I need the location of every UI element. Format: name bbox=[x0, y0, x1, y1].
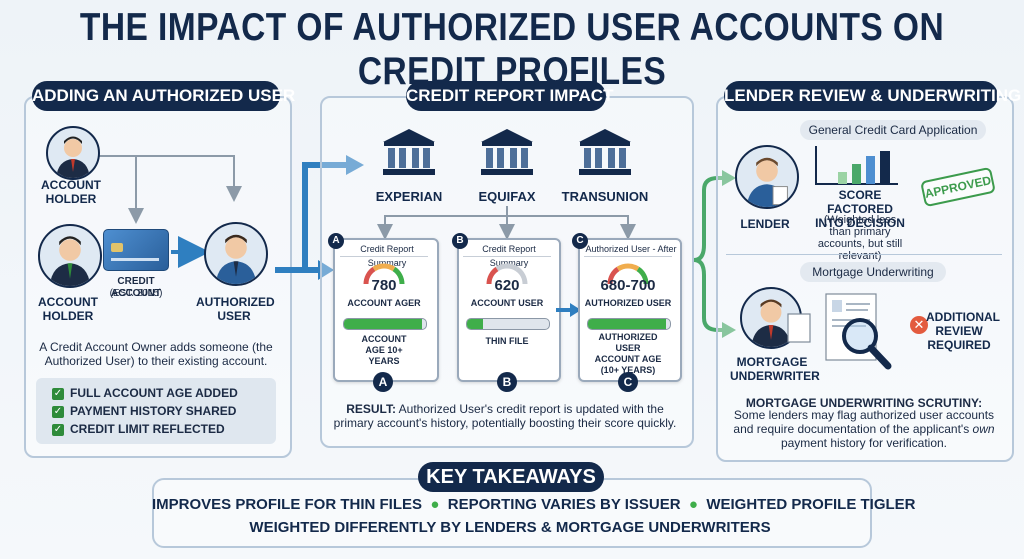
score-gauge-icon bbox=[607, 263, 649, 285]
card-divider bbox=[340, 256, 428, 257]
left-connectors bbox=[99, 155, 242, 268]
progress-fill bbox=[588, 319, 666, 329]
card-detail: THIN FILE bbox=[485, 336, 529, 346]
bureau-equifax: EQUIFAX bbox=[478, 189, 536, 204]
checklist-item: ✓PAYMENT HISTORY SHARED bbox=[52, 404, 237, 418]
takeaways-header: KEY TAKEAWAYS bbox=[418, 462, 604, 492]
score-label: ACCOUNT AGER bbox=[347, 298, 421, 308]
left-to-middle-arrow bbox=[275, 155, 364, 280]
bureau-distribution-arrows bbox=[377, 206, 636, 238]
credit-score: 620 bbox=[494, 277, 520, 294]
left-description: A Credit Account Owner adds someone (the… bbox=[39, 340, 273, 368]
weighted-note: (Weighted less than primary accounts, bu… bbox=[817, 214, 903, 262]
score-bar-chart-icon bbox=[815, 146, 898, 185]
card-divider bbox=[463, 256, 551, 257]
right-panel-header: LENDER REVIEW & UNDERWRITING bbox=[724, 81, 1021, 111]
account-holder-label-top: ACCOUNT HOLDER bbox=[41, 178, 101, 206]
credit-score: 780 bbox=[371, 277, 397, 294]
progress-fill bbox=[344, 319, 422, 329]
card-letter: B bbox=[497, 372, 517, 392]
scrutiny-text: Some lenders may flag authorized user ac… bbox=[733, 408, 995, 450]
checklist-item: ✓CREDIT LIMIT REFLECTED bbox=[52, 422, 225, 436]
page-title: THE IMPACT OF AUTHORIZED USER ACCOUNTS O… bbox=[79, 6, 945, 93]
flag-x-icon: ✕ bbox=[910, 316, 928, 334]
card-title: Credit Report Summary bbox=[360, 244, 414, 268]
bank-icon-equifax bbox=[481, 129, 533, 175]
underwriter-label: MORTGAGE UNDERWRITER bbox=[730, 355, 820, 383]
bureau-transunion: TRANSUNION bbox=[561, 189, 649, 204]
card-badge: B bbox=[452, 233, 468, 249]
score-label: ACCOUNT USER bbox=[470, 298, 544, 308]
lender-avatar bbox=[735, 145, 799, 209]
result-body: Authorized User's credit report is updat… bbox=[333, 402, 677, 430]
credit-account-label: CREDIT ACCOUNT bbox=[111, 276, 161, 299]
check-icon: ✓ bbox=[52, 405, 64, 418]
credit-account-est: (EST. 2015) bbox=[109, 288, 163, 299]
authorized-user-label: AUTHORIZED USER bbox=[196, 295, 275, 323]
takeaway-item: REPORTING VARIES BY ISSUER bbox=[447, 496, 681, 513]
card-letter: C bbox=[618, 372, 638, 392]
middle-panel-header: CREDIT REPORT IMPACT bbox=[406, 81, 613, 111]
card-badge: A bbox=[328, 233, 344, 249]
card-title: Credit Report Summary bbox=[482, 244, 536, 268]
scrutiny-title: MORTGAGE UNDERWRITING SCRUTINY: bbox=[745, 396, 983, 410]
account-holder-avatar-top bbox=[46, 126, 100, 180]
bullet-icon: ● bbox=[684, 496, 703, 513]
document-magnifier-icon bbox=[787, 293, 892, 370]
score-factored-label: SCORE FACTORED INTO DECISION bbox=[815, 188, 905, 230]
left-checklist bbox=[36, 378, 276, 444]
progress-bar bbox=[587, 318, 671, 330]
result-label: RESULT: bbox=[346, 402, 396, 416]
general-application-tag: General Credit Card Application bbox=[800, 120, 986, 140]
middle-to-right-arrows bbox=[693, 170, 736, 338]
credit-score: 680-700 bbox=[600, 277, 656, 294]
takeaway-item: WEIGHTED PROFILE TIGLER bbox=[706, 496, 916, 513]
bureau-experian: EXPERIAN bbox=[375, 189, 443, 204]
lender-label: LENDER bbox=[740, 217, 790, 231]
bank-icon-transunion bbox=[579, 129, 631, 175]
score-gauge-icon bbox=[363, 263, 405, 285]
mortgage-tag: Mortgage Underwriting bbox=[800, 262, 946, 282]
account-holder-avatar-bottom bbox=[38, 224, 102, 288]
authorized-user-avatar bbox=[204, 222, 268, 286]
card-divider bbox=[584, 256, 672, 257]
check-icon: ✓ bbox=[52, 387, 64, 400]
right-divider bbox=[726, 254, 1002, 255]
additional-review-label: ADDITIONAL REVIEW REQUIRED bbox=[926, 310, 1000, 352]
card-detail: ACCOUNT AGE 10+ YEARS bbox=[361, 334, 407, 366]
card-letter: A bbox=[373, 372, 393, 392]
account-holder-label-bottom: ACCOUNT HOLDER bbox=[38, 295, 98, 323]
checklist-item: ✓FULL ACCOUNT AGE ADDED bbox=[52, 386, 238, 400]
progress-bar bbox=[466, 318, 550, 330]
takeaways-line-2: WEIGHTED DIFFERENTLY BY LENDERS & MORTGA… bbox=[249, 519, 771, 536]
progress-bar bbox=[343, 318, 427, 330]
check-icon: ✓ bbox=[52, 423, 64, 436]
credit-report-card-c bbox=[578, 238, 682, 382]
card-title: Authorized User - After bbox=[585, 244, 677, 254]
result-text: RESULT: Authorized User's credit report … bbox=[330, 402, 680, 430]
card-badge: C bbox=[572, 233, 588, 249]
card-detail: AUTHORIZED USER ACCOUNT AGE (10+ YEARS) bbox=[594, 332, 662, 375]
bullet-icon: ● bbox=[426, 496, 444, 513]
credit-report-card-a bbox=[333, 238, 439, 382]
credit-card-icon bbox=[103, 229, 169, 271]
progress-fill bbox=[467, 319, 484, 329]
takeaway-item: IMPROVES PROFILE FOR THIN FILES bbox=[152, 496, 423, 513]
score-label: AUTHORIZED USER bbox=[584, 298, 672, 308]
takeaways-line-1: IMPROVES PROFILE FOR THIN FILES ● REPORT… bbox=[152, 496, 916, 513]
left-panel-header: ADDING AN AUTHORIZED USER bbox=[32, 81, 295, 111]
score-gauge-icon bbox=[486, 263, 528, 285]
scrutiny-own: own bbox=[972, 422, 995, 436]
bank-icon-experian bbox=[383, 129, 435, 175]
b-to-c-arrow bbox=[556, 303, 581, 317]
